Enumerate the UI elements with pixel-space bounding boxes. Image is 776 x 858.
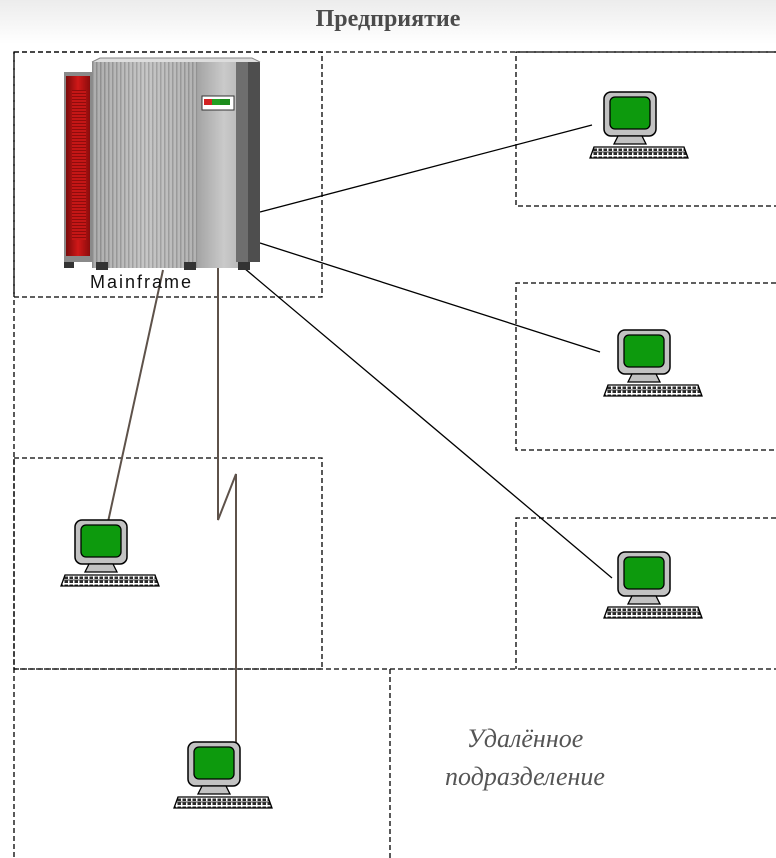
- workstation-icon: [603, 329, 703, 397]
- remote-unit-line-1: Удалённое: [466, 724, 584, 753]
- zone-middle-right: [515, 282, 776, 451]
- workstation-icon: [589, 91, 689, 159]
- remote-unit-label: Удалённое подразделение: [410, 720, 640, 796]
- link-left: [107, 269, 164, 523]
- connections: [107, 124, 613, 756]
- zone-top-right: [515, 51, 776, 207]
- mainframe-icon: [64, 57, 261, 270]
- zone-bottom-right: [515, 517, 776, 669]
- page-title: Предприятие: [315, 6, 461, 32]
- workstation-icon: [60, 519, 160, 587]
- link-top-right: [259, 124, 593, 213]
- zone-left: [13, 457, 323, 670]
- remote-unit-line-2: подразделение: [445, 762, 605, 791]
- workstation-icon: [603, 551, 703, 619]
- title-bar: [0, 0, 776, 44]
- workstation-icon: [173, 741, 273, 809]
- link-remote-wan: [217, 268, 237, 756]
- mainframe-label: Mainframe: [90, 272, 194, 292]
- link-middle-right: [259, 242, 601, 353]
- zone-borders: [13, 51, 776, 858]
- link-bottom-right: [243, 267, 613, 579]
